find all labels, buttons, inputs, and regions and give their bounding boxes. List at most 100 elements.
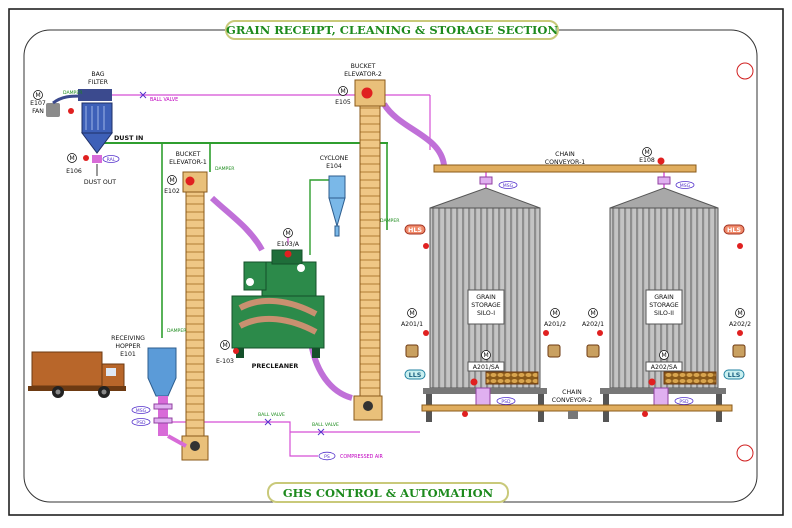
svg-text:M: M [590, 310, 595, 317]
lls-silo-2[interactable]: LLS [723, 369, 745, 380]
motor-a202-sa[interactable]: M A202/SA [645, 350, 683, 386]
bucket-elevator-1[interactable] [181, 171, 209, 461]
svg-text:BUCKET: BUCKET [351, 63, 376, 70]
rotary-airlock[interactable] [92, 155, 102, 163]
svg-text:GRAIN: GRAIN [476, 294, 496, 301]
svg-text:E103/A: E103/A [277, 241, 300, 248]
title-banner: GRAIN RECEIPT, CLEANING & STORAGE SECTIO… [225, 20, 559, 40]
chute-elevator1-to-precleaner [209, 195, 265, 252]
svg-text:M: M [285, 230, 290, 237]
svg-text:DAMPER: DAMPER [380, 218, 400, 224]
svg-text:A202/1: A202/1 [582, 321, 604, 328]
motor-icon [33, 90, 43, 100]
svg-text:M: M [222, 342, 227, 349]
motor-a201-1[interactable]: M A201/1 [401, 308, 429, 358]
status-indicator [423, 243, 429, 249]
cyclone-e104[interactable] [328, 175, 346, 237]
svg-text:M: M [35, 92, 40, 99]
lls-silo-1[interactable]: LLS [404, 369, 426, 380]
svg-text:M: M [409, 310, 414, 317]
svg-text:DAMPER: DAMPER [167, 328, 187, 334]
svg-text:GRAIN: GRAIN [654, 294, 674, 301]
bucket-elevator-2[interactable] [353, 79, 386, 421]
svg-text:SILO-I: SILO-I [477, 310, 495, 317]
svg-text:E101: E101 [120, 351, 136, 358]
svg-text:PS: PS [324, 454, 330, 460]
motor-icon [338, 86, 348, 96]
footer-banner: GHS CONTROL & AUTOMATION [267, 482, 509, 503]
motor-icon [283, 228, 293, 238]
motor-icon [167, 175, 177, 185]
svg-text:SILO-II: SILO-II [654, 310, 674, 317]
ball-valve-icon[interactable] [139, 91, 147, 99]
psd-badge[interactable] [131, 418, 151, 426]
svg-text:A202/2: A202/2 [729, 321, 751, 328]
svg-text:DAMPER: DAMPER [215, 166, 235, 172]
svg-text:E108: E108 [639, 157, 655, 164]
motor-icon [220, 340, 230, 350]
svg-text:PSD: PSD [679, 399, 689, 405]
svg-text:E-103: E-103 [216, 358, 234, 365]
svg-text:M: M [169, 177, 174, 184]
svg-text:A201/2: A201/2 [544, 321, 566, 328]
status-indicator [83, 155, 89, 161]
svg-text:ELEVATOR-1: ELEVATOR-1 [169, 159, 207, 166]
truck [28, 351, 126, 398]
fan-e107[interactable] [46, 94, 81, 117]
corner-button-bottom[interactable] [736, 444, 754, 462]
motor-a201-2[interactable]: M A201/2 [543, 308, 566, 358]
chute-elevator2-to-conveyor1 [381, 102, 447, 166]
outer-frame [8, 8, 784, 516]
hls-silo-1[interactable]: HLS [404, 224, 426, 235]
svg-text:BUCKET: BUCKET [176, 151, 201, 158]
svg-text:DUST OUT: DUST OUT [84, 179, 116, 186]
motor-a202-2[interactable]: M A202/2 [729, 308, 751, 358]
msg-badge[interactable] [131, 406, 151, 414]
svg-text:HLS: HLS [408, 226, 422, 234]
ball-valve-icon[interactable] [317, 428, 325, 436]
chain-conveyor-1[interactable] [433, 164, 697, 185]
svg-text:DAMPER: DAMPER [63, 90, 83, 96]
psd-badge[interactable] [496, 397, 516, 405]
status-indicator [657, 157, 665, 165]
cyclone-duct [309, 179, 333, 255]
svg-text:COMPRESSED AIR: COMPRESSED AIR [340, 454, 384, 460]
msg-badge[interactable] [675, 181, 695, 189]
svg-text:BALL VALVE: BALL VALVE [312, 422, 339, 428]
status-indicator [284, 250, 292, 258]
svg-text:CHAIN: CHAIN [555, 151, 575, 158]
corner-button-top[interactable] [736, 62, 754, 80]
motor-a202-1[interactable]: M A202/1 [582, 308, 604, 358]
psd-badge[interactable] [674, 397, 694, 405]
chain-conveyor-2[interactable] [421, 404, 733, 419]
svg-text:PSD: PSD [136, 420, 146, 426]
ps-badge[interactable] [318, 451, 336, 461]
svg-text:FAN: FAN [32, 108, 44, 115]
svg-text:MSG: MSG [136, 408, 147, 414]
svg-text:STORAGE: STORAGE [649, 302, 679, 309]
status-indicator [233, 348, 239, 354]
ral-badge[interactable] [102, 155, 120, 163]
receiving-hopper[interactable] [147, 347, 187, 448]
footer-title: GHS CONTROL & AUTOMATION [283, 486, 494, 500]
svg-text:CYCLONE: CYCLONE [320, 155, 349, 162]
bag-filter[interactable] [78, 89, 113, 154]
svg-text:CHAIN: CHAIN [562, 389, 582, 396]
precleaner[interactable] [231, 249, 325, 358]
svg-text:M: M [483, 352, 488, 359]
svg-text:MSG: MSG [503, 183, 514, 189]
svg-text:M: M [644, 149, 649, 156]
svg-text:E102: E102 [164, 188, 180, 195]
svg-text:CONVEYOR-1: CONVEYOR-1 [545, 159, 586, 166]
msg-badge[interactable] [498, 181, 518, 189]
svg-text:ELEVATOR-2: ELEVATOR-2 [344, 71, 382, 78]
hls-silo-2[interactable]: HLS [723, 224, 745, 235]
svg-text:BALL VALVE: BALL VALVE [150, 97, 178, 103]
svg-text:E107: E107 [30, 100, 46, 107]
silo-2[interactable] [600, 187, 726, 422]
motor-a201-sa[interactable]: M A201/SA [467, 350, 505, 386]
page-title: GRAIN RECEIPT, CLEANING & STORAGE SECTIO… [226, 23, 558, 37]
svg-text:BALL VALVE: BALL VALVE [258, 412, 285, 418]
ball-valve-icon[interactable] [264, 418, 272, 426]
